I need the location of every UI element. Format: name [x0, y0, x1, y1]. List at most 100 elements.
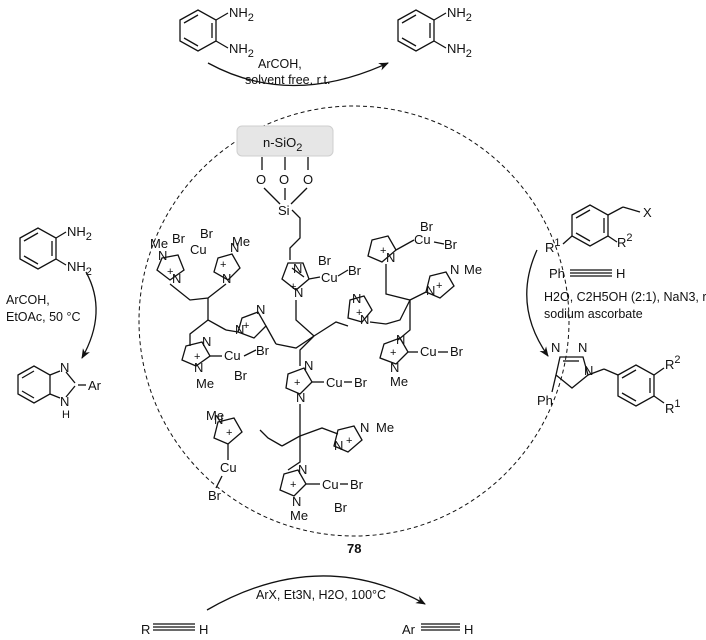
nitrogen-label: N	[202, 334, 211, 349]
nitrogen-label: N	[294, 285, 303, 300]
svg-text:NH2: NH2	[447, 5, 472, 24]
charge-label: +	[167, 266, 173, 278]
bromide-label: Br	[172, 231, 186, 246]
copper-label: Cu	[414, 232, 431, 247]
svg-text:R2: R2	[617, 232, 633, 250]
methyl-label: Me	[290, 508, 308, 523]
bottom-product-aryl-alkyne: Ar H	[402, 622, 473, 637]
nitrogen-label: N	[292, 494, 301, 509]
nitrogen-label: N	[194, 360, 203, 375]
svg-text:NH2: NH2	[229, 41, 254, 60]
nitrogen-label: N	[60, 360, 69, 375]
left-product-benzimidazole: N N H Ar	[17, 360, 102, 421]
top-condition-line1: ArCOH,	[258, 57, 302, 71]
charge-label: +	[290, 479, 296, 491]
bromide-label: Br	[200, 226, 214, 241]
methyl-label: Me	[376, 420, 394, 435]
amine-label: NH	[447, 41, 466, 56]
top-product-phenylenediamine: NH2 NH2	[397, 5, 472, 60]
right-condition-line2: sodium ascorbate	[544, 307, 643, 321]
nitrogen-label: N	[172, 271, 181, 286]
methyl-label: Me	[232, 234, 250, 249]
top-reactant-phenylenediamine: NH2 NH2	[179, 5, 254, 60]
oxygen-label: O	[279, 172, 289, 187]
charge-label: +	[346, 435, 352, 447]
right-condition-line1: H2O, C2H5OH (2:1), NaN3, r.t.	[544, 290, 706, 304]
amine-label: NH	[229, 5, 248, 20]
methyl-label: Me	[150, 236, 168, 251]
amine-label: NH	[67, 259, 86, 274]
svg-text:n-SiO2: n-SiO2	[263, 135, 302, 154]
phenyl-label: Ph	[549, 266, 565, 281]
nitrogen-label: N	[396, 332, 405, 347]
nitrogen-label: N	[296, 390, 305, 405]
nitrogen-label: N	[214, 412, 223, 427]
svg-text:NH2: NH2	[447, 41, 472, 60]
bottom-reactant-alkyne: R H	[141, 622, 208, 637]
methyl-label: Me	[196, 376, 214, 391]
methyl-label: Me	[464, 262, 482, 277]
amine-label: NH	[67, 224, 86, 239]
nitrogen-label: N	[584, 363, 593, 378]
charge-label: +	[436, 280, 442, 292]
nitrogen-label: N	[426, 283, 435, 298]
svg-text:R1: R1	[545, 237, 561, 255]
bottom-reaction-arrow	[206, 575, 426, 611]
nitrogen-label: N	[230, 240, 239, 255]
bromide-label: Br	[354, 375, 368, 390]
svg-text:NH2: NH2	[67, 224, 92, 243]
nitrogen-label: N	[578, 340, 587, 355]
hydrogen-label: H	[464, 622, 473, 637]
bromide-label: Br	[208, 488, 222, 503]
left-reactant-phenylenediamine: NH2 NH2	[19, 224, 92, 278]
left-condition-line2: EtOAc, 50 °C	[6, 310, 80, 324]
right-product-triazoline: N N N Ph R2 R1	[537, 340, 681, 416]
svg-text:NH2: NH2	[229, 5, 254, 24]
nitrogen-label: N	[360, 312, 369, 327]
nitrogen-label: N	[390, 360, 399, 375]
bromide-label: Br	[334, 500, 348, 515]
nitrogen-label: N	[352, 291, 361, 306]
charge-label: +	[390, 347, 396, 359]
nitrogen-label: N	[334, 438, 343, 453]
phenylacetylene: Ph H	[549, 266, 625, 281]
charge-label: +	[243, 320, 249, 332]
charge-label: +	[294, 377, 300, 389]
methyl-label: Me	[390, 374, 408, 389]
nitrogen-label: N	[551, 340, 560, 355]
aryl-label: Ar	[88, 378, 102, 393]
charge-label: +	[226, 427, 232, 439]
nitrogen-label: N	[158, 248, 167, 263]
charge-label: +	[220, 259, 226, 271]
nitrogen-label: N	[235, 322, 244, 337]
bromide-label: Br	[348, 263, 362, 278]
copper-label: Cu	[322, 477, 339, 492]
oxygen-label: O	[256, 172, 266, 187]
charge-label: +	[290, 281, 296, 293]
bottom-condition: ArX, Et3N, H2O, 100°C	[256, 588, 386, 602]
amine-label: NH	[447, 5, 466, 20]
support-label: n-SiO	[263, 135, 296, 150]
charge-label: +	[380, 245, 386, 257]
catalyst-78-structure: n-SiO2 O O O Si N N + Cu Br Br N N +	[150, 125, 482, 556]
hydrogen-label: H	[62, 409, 70, 421]
copper-label: Cu	[321, 270, 338, 285]
methyl-label: Me	[206, 408, 224, 423]
catalyst-dashed-circle	[138, 105, 570, 537]
svg-text:R2: R2	[665, 354, 681, 372]
copper-label: Cu	[190, 242, 207, 257]
aryl-label: Ar	[402, 622, 416, 637]
copper-label: Cu	[224, 348, 241, 363]
nitrogen-label: N	[360, 420, 369, 435]
top-reaction-arrow	[207, 62, 389, 87]
bromide-label: Br	[444, 237, 458, 252]
svg-text:NH2: NH2	[67, 259, 92, 278]
substituent-label: R	[665, 401, 674, 416]
nitrogen-label: N	[60, 394, 69, 409]
nitrogen-label: N	[256, 302, 265, 317]
copper-label: Cu	[220, 460, 237, 475]
copper-label: Cu	[420, 344, 437, 359]
bromide-label: Br	[318, 253, 332, 268]
nitrogen-label: N	[222, 271, 231, 286]
